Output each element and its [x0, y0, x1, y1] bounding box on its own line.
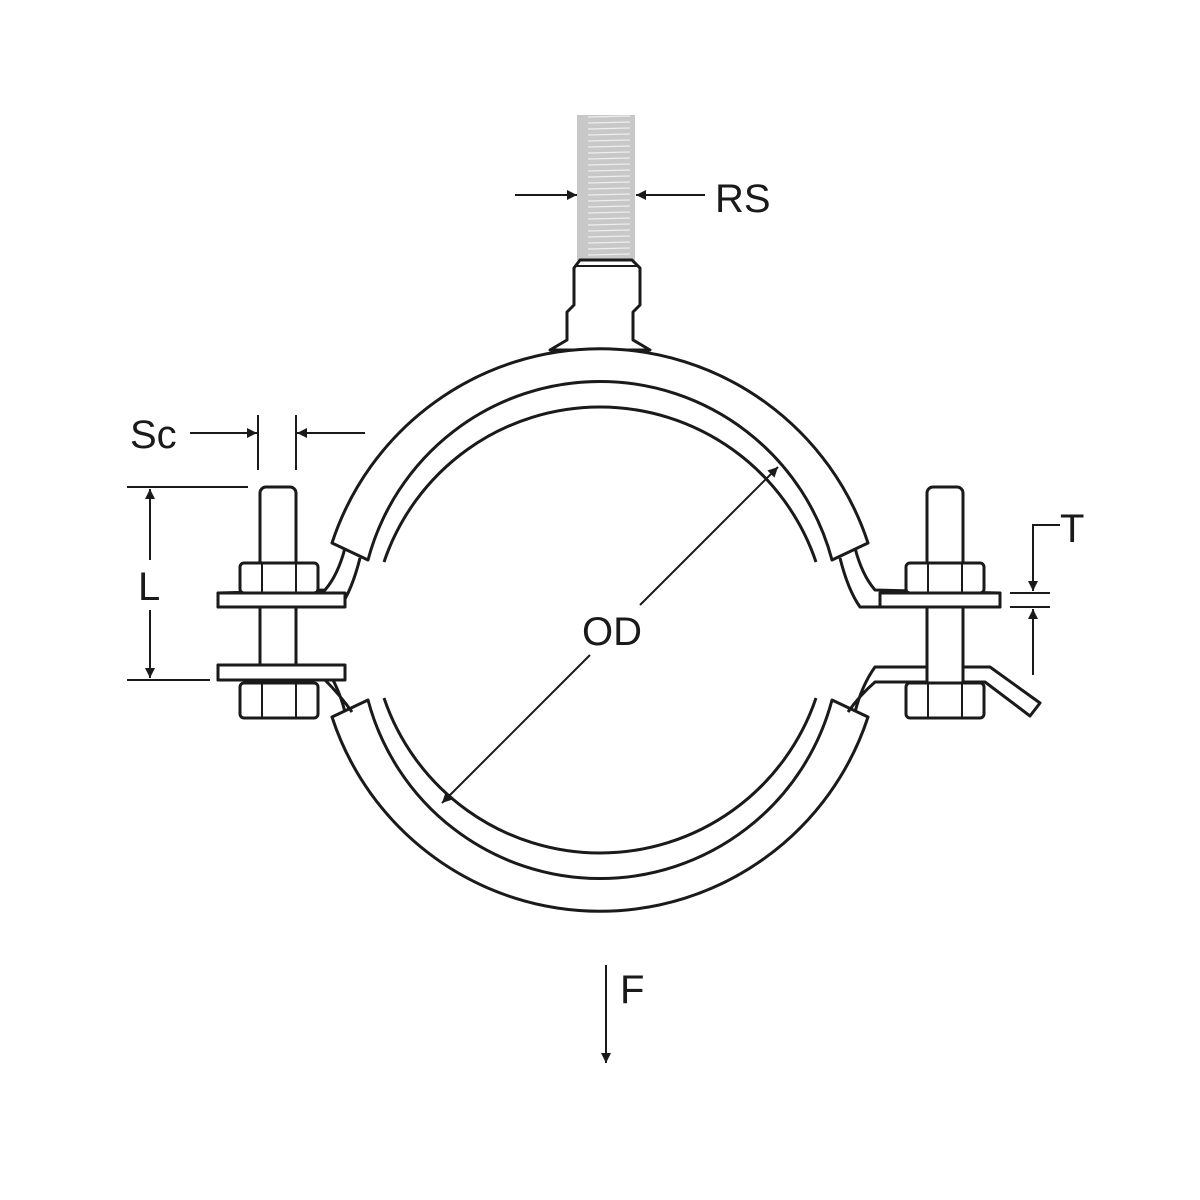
f-force-arrow: F — [601, 965, 644, 1063]
t-label: T — [1060, 507, 1084, 551]
od-dimension: OD — [441, 466, 779, 804]
upper-clamp-band — [216, 347, 1002, 609]
f-label: F — [620, 968, 644, 1012]
clamp-neck — [548, 258, 652, 352]
l-label: L — [138, 565, 160, 609]
od-label: OD — [582, 610, 642, 654]
rs-label: RS — [715, 177, 771, 221]
t-dimension: T — [1010, 507, 1084, 675]
rs-dimension: RS — [515, 177, 771, 221]
left-bolt — [216, 485, 347, 720]
lower-clamp-band — [216, 663, 1042, 913]
l-dimension: L — [127, 486, 248, 681]
threaded-rod — [577, 115, 635, 260]
sc-dimension: Sc — [130, 413, 365, 470]
sc-label: Sc — [130, 413, 177, 457]
right-bolt — [878, 485, 1002, 720]
